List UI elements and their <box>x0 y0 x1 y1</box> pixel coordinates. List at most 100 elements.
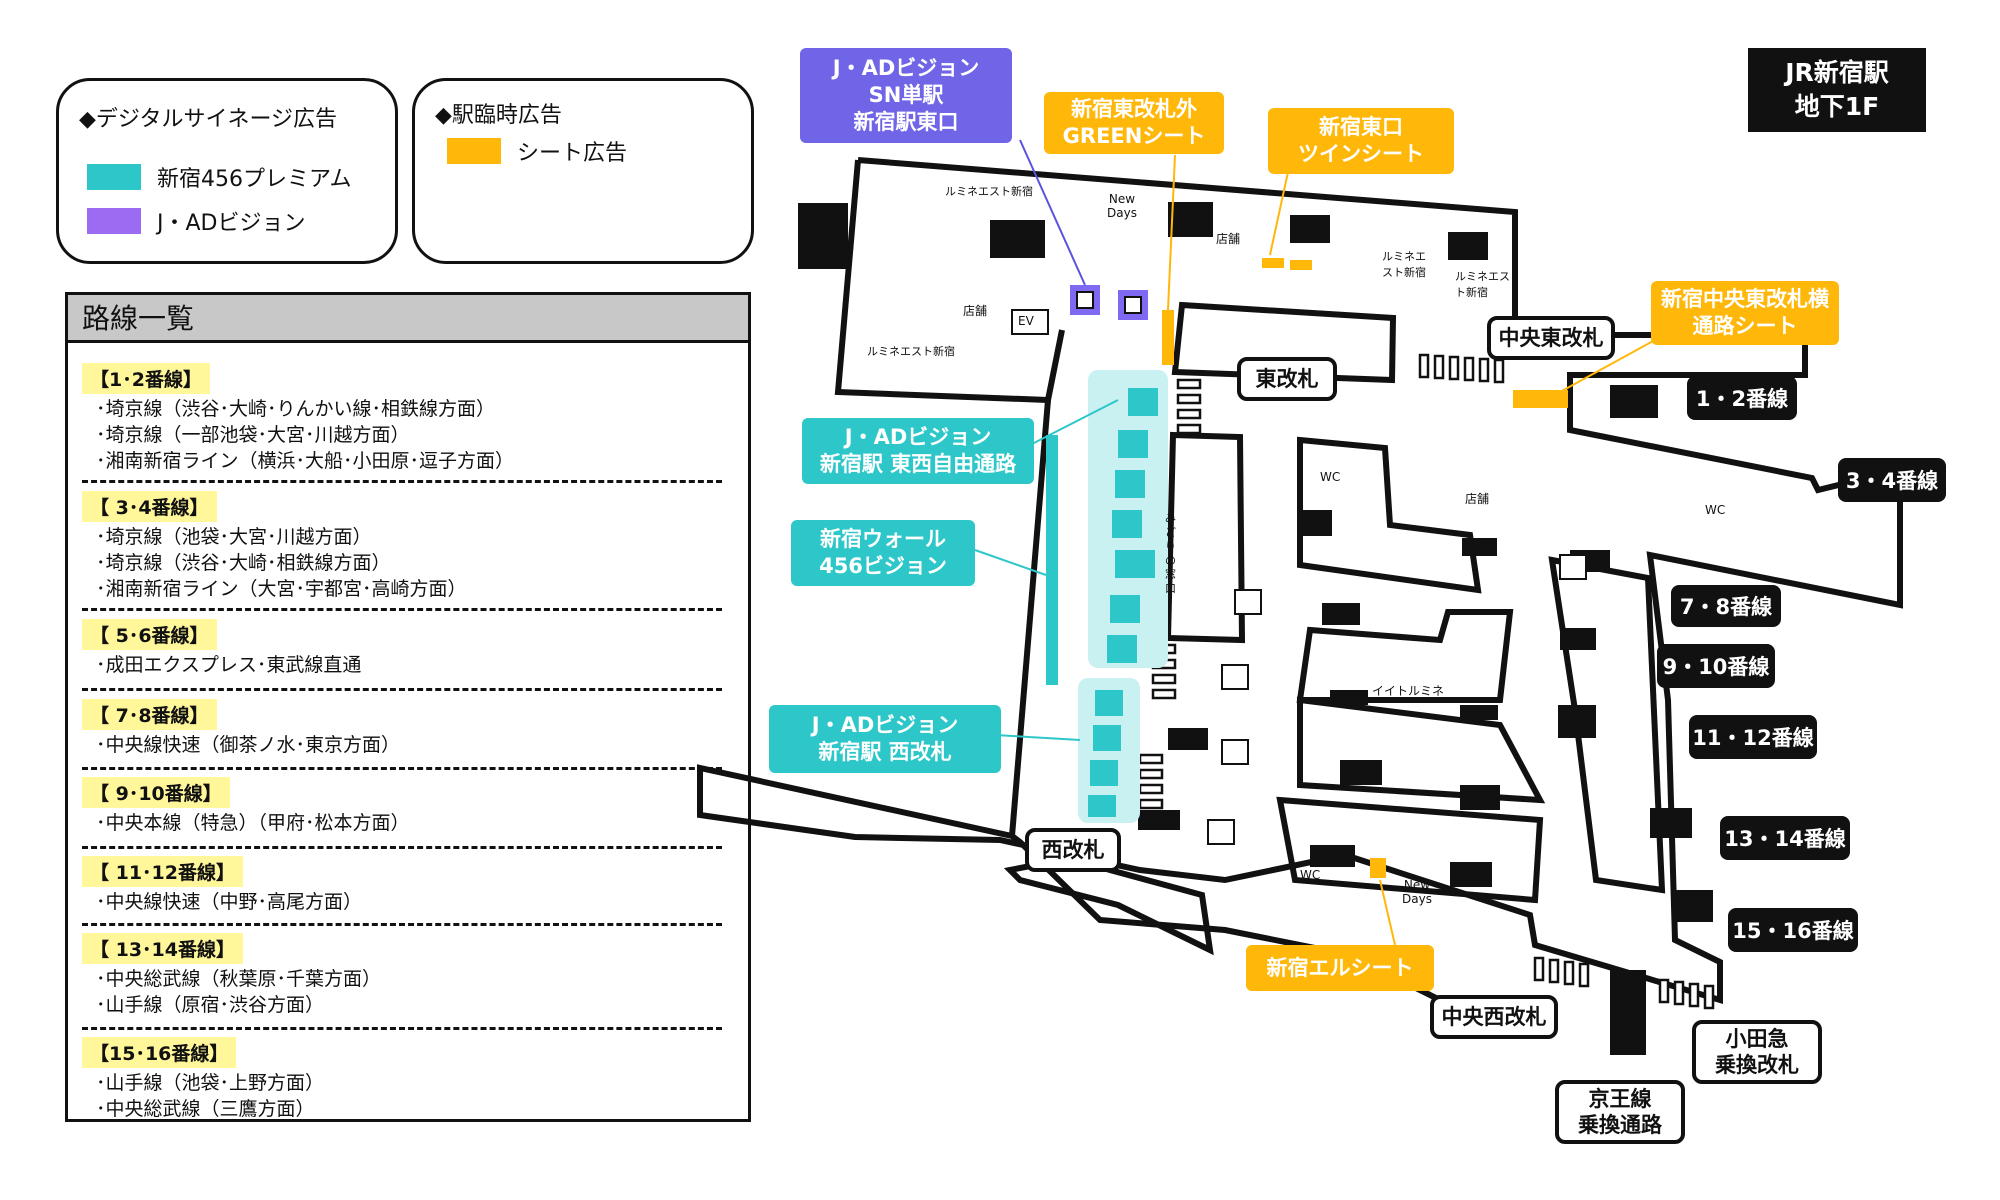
inner-block-d <box>1296 609 1514 703</box>
stair-icon <box>1168 728 1208 750</box>
route-divider <box>82 688 722 691</box>
west-wall <box>834 159 1065 404</box>
premium456-screen <box>1090 760 1118 786</box>
stair-icon <box>798 203 848 269</box>
gate-label: 小田急 <box>1725 1027 1789 1051</box>
inner-block-f <box>1276 796 1544 904</box>
ev-box <box>1207 819 1235 845</box>
premium456-screen <box>1128 388 1158 416</box>
route-tag: 【 7･8番線】 <box>82 699 217 730</box>
route-line: ･埼京線（一部池袋･大宮･川越方面） <box>96 424 410 446</box>
platform-label-3-4: 3・4番線 <box>1838 458 1946 502</box>
platform-label-1-2: 1・2番線 <box>1687 376 1797 420</box>
ev-box <box>1221 664 1249 690</box>
stair-icon <box>1610 970 1646 1055</box>
ev-box <box>1559 554 1587 580</box>
stair-icon <box>1448 232 1488 260</box>
gate-icon <box>1176 423 1202 435</box>
gate-label: 西改札 <box>1041 838 1105 862</box>
route-line: ･埼京線（渋谷･大崎･相鉄線方面） <box>96 552 391 574</box>
gate-label: 乗換通路 <box>1578 1113 1662 1137</box>
el-sheet-ad <box>1370 858 1386 878</box>
route-line: ･中央総武線（三鷹方面） <box>96 1098 315 1120</box>
map-title: JR新宿駅 地下1F <box>1748 48 1926 132</box>
callout-wall-456: 新宿ウォール 456ビジョン <box>791 520 975 586</box>
callout-line: GREENシート <box>1062 124 1206 148</box>
lumine-est-label: ルミネエスト新宿 <box>1455 270 1510 299</box>
wc-label: WC <box>1320 470 1341 484</box>
gate-label: 東改札 <box>1255 367 1319 391</box>
route-group-3-4: 【 3･4番線】 ･埼京線（池袋･大宮･川越方面） ･埼京線（渋谷･大崎･相鉄線… <box>82 491 722 602</box>
jad-vision-swatch <box>87 208 141 234</box>
route-divider <box>82 1027 722 1030</box>
gate-icon <box>1673 980 1685 1006</box>
inner-block-b <box>1164 431 1246 644</box>
map-title-floor: 地下1F <box>1794 92 1880 121</box>
gate-icon <box>1493 358 1505 384</box>
inner-block-c <box>1297 436 1482 594</box>
platform-label-15-16: 15・16番線 <box>1728 908 1858 952</box>
gate-icon <box>1138 798 1164 810</box>
route-line: ･山手線（池袋･上野方面） <box>96 1072 325 1094</box>
gate-west: 西改札 <box>1025 828 1121 872</box>
callout-jad-west-gate: J・ADビジョン 新宿駅 西改札 <box>769 705 1001 773</box>
route-group-15-16: 【15･16番線】 ･山手線（池袋･上野方面） ･中央総武線（三鷹方面） <box>82 1037 722 1122</box>
legend-temporary-ads: ◆駅臨時広告 シート広告 <box>412 78 754 264</box>
callout-line: 通路シート <box>1692 314 1798 338</box>
route-tag: 【 3･4番線】 <box>82 491 217 522</box>
callout-line: J・ADビジョン <box>832 56 980 80</box>
legend-temp-title: ◆駅臨時広告 <box>435 103 562 128</box>
leader-line <box>994 734 1081 741</box>
stair-icon <box>1462 538 1497 556</box>
callout-line: 新宿東口 <box>1319 115 1403 139</box>
platform-label-11-12: 11・12番線 <box>1689 715 1817 759</box>
route-line: ･中央本線（特急）（甲府･松本方面） <box>96 812 410 834</box>
leader-line <box>1029 399 1119 446</box>
gate-label: 乗換改札 <box>1715 1053 1799 1077</box>
legend-item-premium456: 新宿456プレミアム <box>87 161 351 193</box>
gate-icon <box>1138 783 1164 795</box>
premium456-screen <box>1115 550 1155 578</box>
stair-icon <box>1650 808 1692 838</box>
stair-icon <box>1300 510 1332 536</box>
route-tag: 【1･2番線】 <box>82 363 210 394</box>
itoluumine-label: イイトルミネ <box>1372 684 1445 698</box>
route-line: ･埼京線（渋谷･大崎･りんかい線･相鉄線方面） <box>96 398 496 420</box>
route-line: ･中央線快速（中野･高尾方面） <box>96 891 363 913</box>
map-title-station: JR新宿駅 <box>1785 58 1889 87</box>
stair-icon <box>1138 810 1180 830</box>
stair-icon <box>1340 760 1382 785</box>
gate-icon <box>1563 960 1575 986</box>
route-divider <box>82 767 722 770</box>
premium456-screen <box>1118 430 1148 458</box>
platform-stair-block <box>1548 556 1666 894</box>
twin-sheet-ad <box>1262 258 1284 268</box>
premium456-swatch <box>87 164 141 190</box>
route-line: ･成田エクスプレス･東武線直通 <box>96 654 362 676</box>
callout-twin-sheet: 新宿東口 ツインシート <box>1268 108 1454 174</box>
callout-el-sheet: 新宿エルシート <box>1246 945 1434 991</box>
platform-label-13-14: 13・14番線 <box>1720 816 1850 860</box>
route-tag: 【 13･14番線】 <box>82 933 243 964</box>
inner-block-e <box>1297 696 1546 804</box>
legend-item-label: 新宿456プレミアム <box>157 167 352 192</box>
route-line: ･中央総武線（秋葉原･千葉方面） <box>96 968 382 990</box>
shop-label: 店舗 <box>963 304 988 318</box>
route-tag: 【 11･12番線】 <box>82 856 243 887</box>
gate-icon <box>1703 984 1715 1010</box>
newdays-label: New Days <box>1402 878 1432 906</box>
gate-odakyu-transfer: 小田急 乗換改札 <box>1692 1020 1822 1084</box>
gate-label: 京王線 <box>1588 1087 1652 1111</box>
sheet-ad-swatch <box>447 138 501 164</box>
callout-line: 新宿ウォール <box>820 527 946 551</box>
gate-icon <box>1478 357 1490 383</box>
gate-icon <box>1176 378 1202 390</box>
gate-central-east: 中央東改札 <box>1487 316 1615 360</box>
gate-icon <box>1138 753 1164 765</box>
route-divider <box>82 480 722 483</box>
route-group-11-12: 【 11･12番線】 ･中央線快速（中野･高尾方面） <box>82 856 722 915</box>
gate-icon <box>1688 982 1700 1008</box>
twin-sheet-ad <box>1290 260 1312 270</box>
route-group-9-10: 【 9･10番線】 ･中央本線（特急）（甲府･松本方面） <box>82 777 722 836</box>
